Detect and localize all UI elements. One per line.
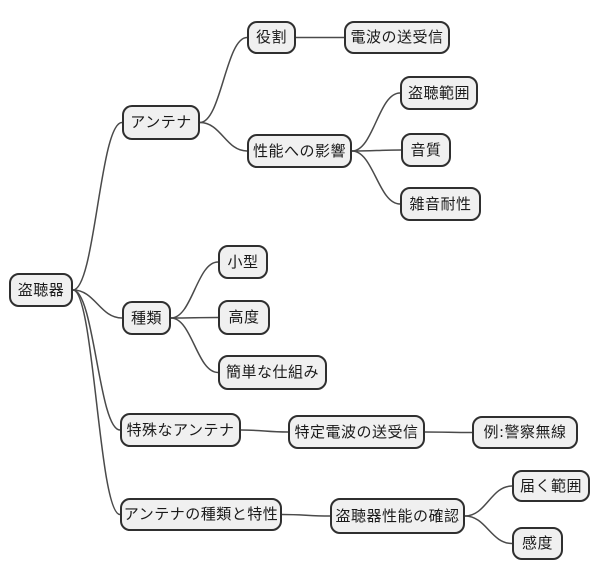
node-police-radio-example: 例:警察無線: [472, 416, 578, 449]
edge-types-to-advanced: [170, 316, 219, 319]
edge-root-to-antenna-types-traits: [72, 289, 121, 516]
node-performance-check: 盗聴器性能の確認: [330, 498, 465, 534]
node-special-antenna: 特殊なアンテナ: [120, 413, 241, 447]
edge-root-to-types: [72, 289, 123, 319]
node-advanced: 高度: [218, 300, 270, 335]
edge-special-antenna-to-specific-radio-send-receive: [240, 429, 289, 433]
edge-root-to-special-antenna: [72, 289, 121, 431]
edge-performance-check-to-reach-range: [464, 485, 513, 517]
node-specific-radio-send-receive: 特定電波の送受信: [288, 415, 425, 449]
edge-types-to-simple-mechanism: [170, 317, 219, 374]
node-compact: 小型: [218, 245, 268, 279]
edge-antenna-to-role: [199, 36, 248, 124]
node-radio-send-receive: 電波の送受信: [344, 21, 450, 54]
edge-antenna-types-traits-to-performance-check: [281, 513, 331, 517]
edge-performance-check-to-sensitivity: [464, 515, 513, 545]
node-role: 役割: [247, 21, 296, 54]
node-sound-quality: 音質: [401, 133, 451, 167]
node-reach-range: 届く範囲: [512, 470, 590, 502]
node-types: 種類: [122, 301, 171, 335]
node-antenna-types-traits: アンテナの種類と特性: [120, 498, 282, 531]
node-performance-impact: 性能への影響: [247, 134, 352, 168]
node-root: 盗聴器: [9, 273, 73, 307]
edge-specific-radio-send-receive-to-police-radio-example: [424, 431, 473, 434]
edge-performance-impact-to-tap-range: [351, 92, 401, 152]
edge-performance-impact-to-noise-resistance: [351, 150, 401, 205]
edge-types-to-compact: [170, 261, 219, 319]
node-sensitivity: 感度: [512, 527, 563, 560]
node-antenna: アンテナ: [122, 105, 200, 140]
node-simple-mechanism: 簡単な仕組み: [218, 355, 327, 390]
edge-root-to-antenna: [72, 121, 123, 291]
edge-antenna-to-performance-impact: [199, 121, 248, 152]
node-noise-resistance: 雑音耐性: [400, 187, 481, 221]
edge-performance-impact-to-sound-quality: [351, 149, 402, 152]
node-tap-range: 盗聴範囲: [400, 76, 478, 110]
